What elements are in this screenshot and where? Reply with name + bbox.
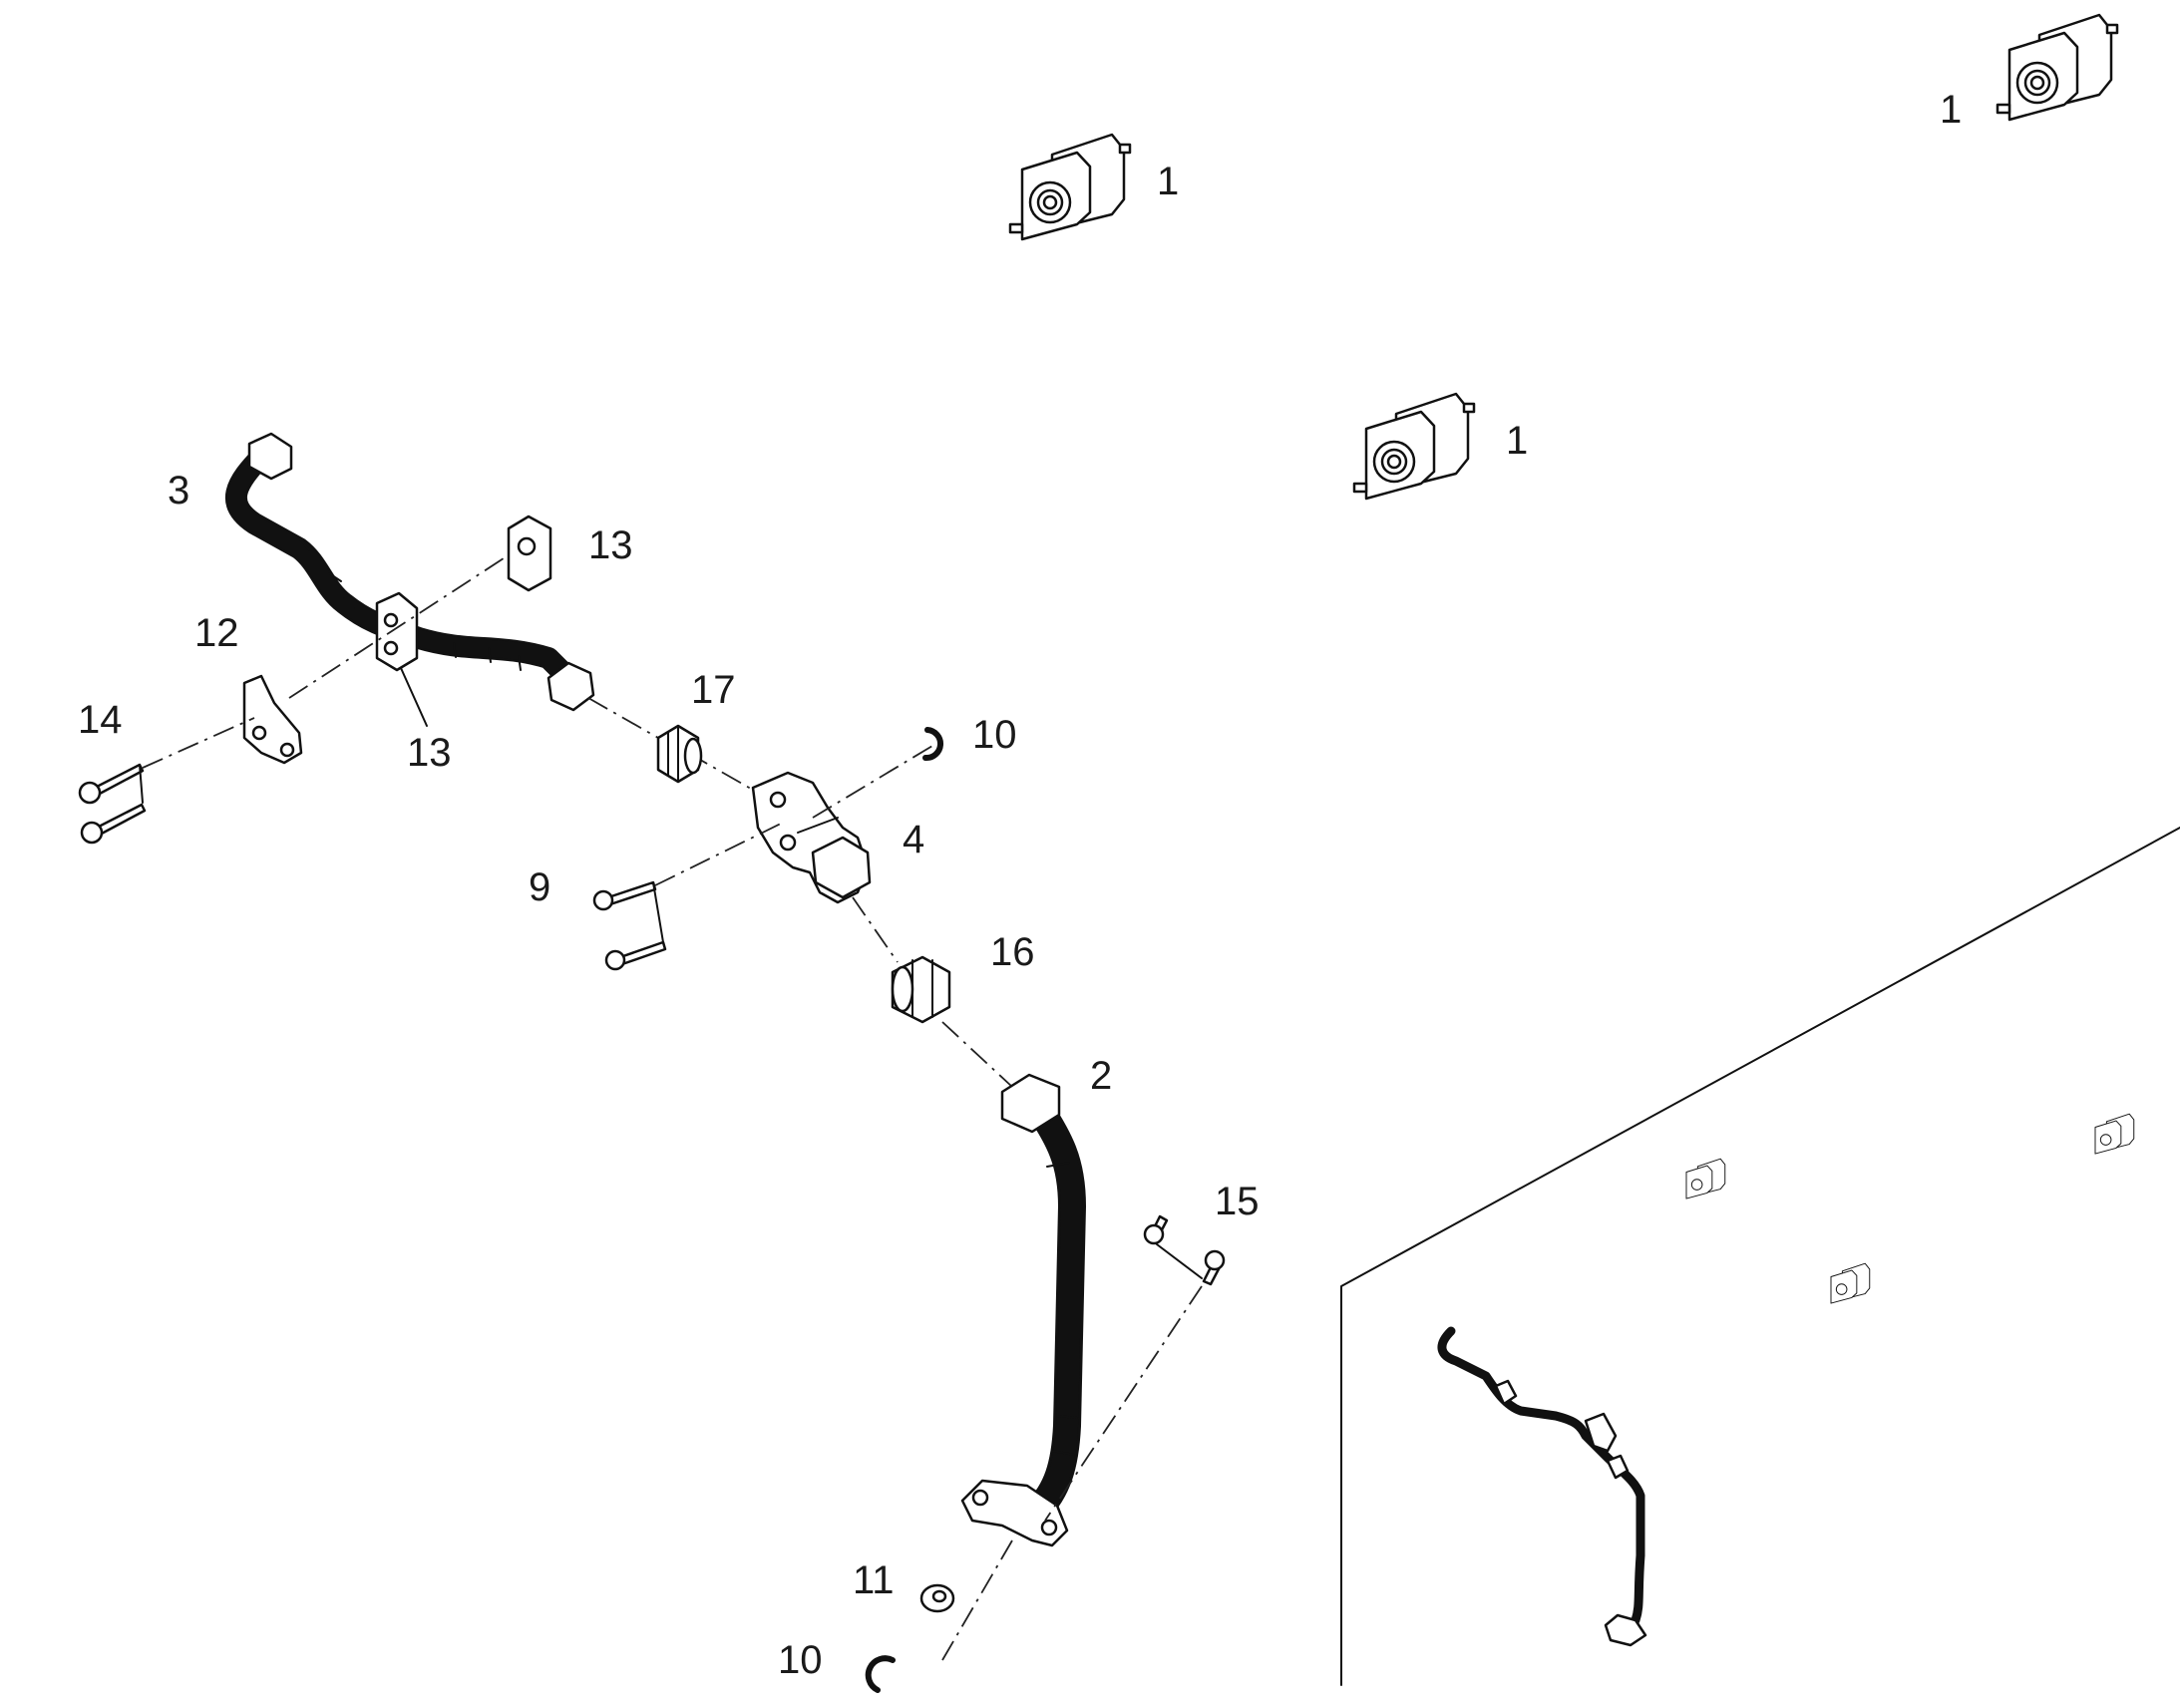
callout-11: 11 (853, 1558, 895, 1602)
callout-9: 9 (529, 865, 550, 909)
inset-connector (2094, 1113, 2135, 1155)
assembly-axis-line (812, 745, 933, 819)
flange-connector-part-1-a (1008, 133, 1132, 241)
bolts-part-15 (1143, 1214, 1226, 1286)
fitting-part-17 (656, 724, 703, 784)
inset-connector (1830, 1262, 1871, 1304)
o-ring-part-10-a (922, 727, 944, 762)
assembly-axis-line (941, 1539, 1013, 1661)
seal-part-11 (919, 1583, 955, 1613)
callout-14: 14 (78, 698, 123, 742)
bracket-part-12 (242, 674, 303, 765)
pipe-part-3 (225, 432, 595, 712)
callout-13-a: 13 (588, 523, 633, 567)
assembly-axis-line (288, 557, 505, 699)
callout-1-c: 1 (1506, 419, 1528, 463)
callout-2: 2 (1090, 1054, 1112, 1098)
bolts-part-9 (592, 880, 667, 971)
callout-10-b: 10 (778, 1638, 823, 1682)
clamp-block-part-13-on-pipe (375, 591, 419, 672)
callout-15: 15 (1215, 1180, 1260, 1223)
fitting-part-16 (891, 955, 951, 1024)
bolts-part-14 (78, 763, 147, 845)
assembly-axis-line (142, 717, 255, 769)
assembly-axis-line (654, 822, 784, 886)
callout-3: 3 (168, 469, 189, 512)
callout-1-b: 1 (1940, 88, 1962, 132)
callout-4: 4 (903, 818, 924, 861)
assembly-axis-line (1044, 1285, 1203, 1522)
inset-overview-panel (1340, 827, 2180, 1686)
pipe-part-2 (960, 1073, 1086, 1547)
assembly-axis-line (587, 697, 659, 739)
o-ring-part-10-b (865, 1655, 896, 1693)
callout-17: 17 (691, 668, 736, 712)
callout-1-a: 1 (1157, 160, 1179, 203)
callout-13-b: 13 (407, 731, 452, 775)
flange-connector-part-1-b (1996, 13, 2119, 122)
assembly-axis-line (941, 1021, 1013, 1088)
connector-body-part-4 (751, 771, 872, 904)
callout-12: 12 (194, 611, 239, 655)
assembly-axis-line (852, 896, 899, 963)
callout-16: 16 (990, 930, 1035, 974)
inset-connector (1685, 1158, 1726, 1199)
flange-connector-part-1-c (1352, 392, 1476, 501)
clamp-half-part-13 (507, 514, 552, 592)
callout-10-a: 10 (972, 713, 1017, 757)
